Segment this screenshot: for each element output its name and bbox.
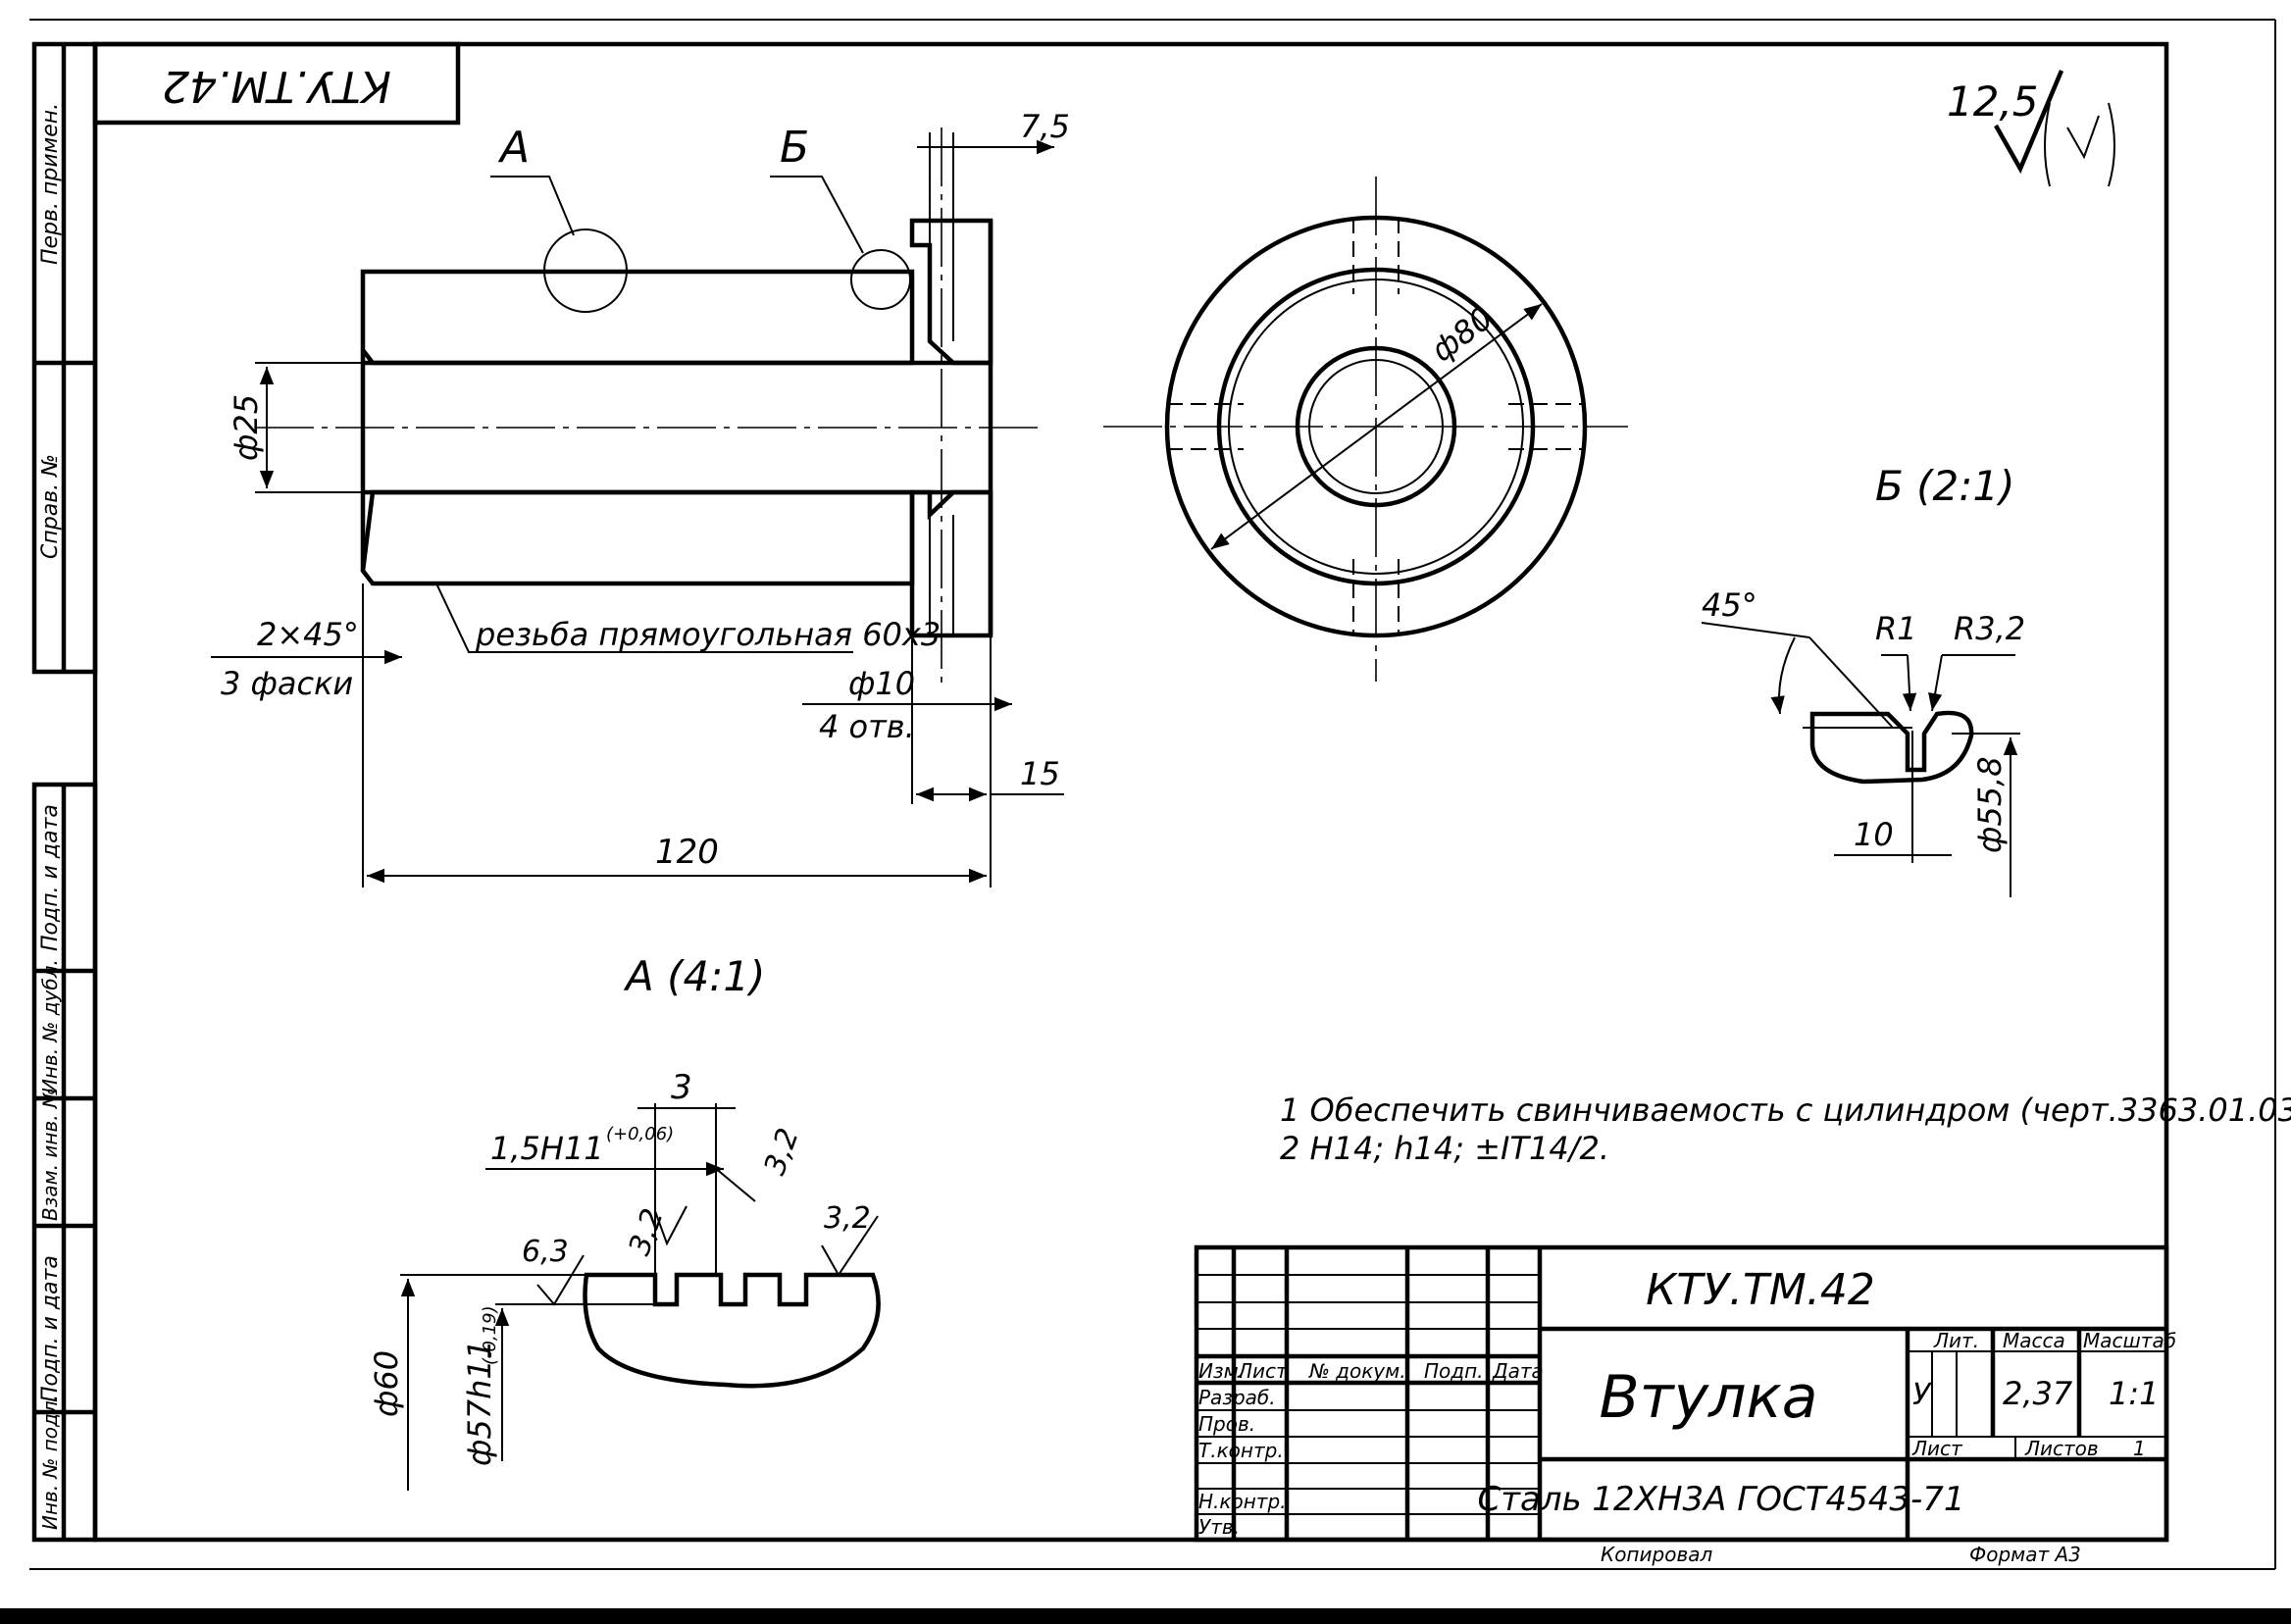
dim-7-5: 7,5: [1020, 108, 1070, 145]
detail-a-dim-57: ф57h11: [461, 1340, 498, 1466]
tb-scale-value: 1:1: [2109, 1375, 2160, 1412]
rough-3-2-a: 3,2: [623, 1204, 671, 1260]
strip-label-sprav: Справ. №: [38, 454, 63, 559]
detail-a-slot-tol: (+0,06): [606, 1124, 674, 1144]
rough-3-2-b: 3,2: [758, 1124, 806, 1180]
hdr-podp: Подп.: [1424, 1359, 1484, 1383]
detail-a-dim-57-tol: (-0,19): [480, 1305, 500, 1365]
tb-mass-label: Масса: [2003, 1329, 2065, 1352]
tb-sheets-value: 1: [2133, 1437, 2146, 1460]
scan-edge-band: [0, 1608, 2291, 1624]
role-tkontr: Т.контр.: [1198, 1439, 1284, 1462]
strip-label-podp1: Подп. и дата: [38, 804, 63, 951]
rough-6-3: 6,3: [522, 1235, 569, 1269]
detail-b-dim-10: 10: [1854, 816, 1894, 853]
tb-material: Сталь 12ХН3А ГОСТ4543-71: [1477, 1480, 1964, 1519]
detail-a: А (4:1) 3 1,5H11 (+0,06) 3,2 3,2 3,2 6,3…: [368, 952, 881, 1491]
tb-lit-value: У: [1912, 1378, 1932, 1412]
dim-15: 15: [1020, 755, 1060, 792]
note-2: 2 H14; h14; ±IT14/2.: [1280, 1130, 1609, 1167]
hdr-list: Лист: [1237, 1359, 1289, 1383]
tb-scale-label: Масштаб: [2083, 1329, 2176, 1352]
tb-part-name: Втулка: [1600, 1363, 1818, 1432]
tb-mass-value: 2,37: [2003, 1375, 2073, 1412]
general-roughness: 12,5: [1947, 70, 2115, 187]
role-razrab: Разраб.: [1198, 1386, 1276, 1409]
detail-b: Б (2:1) 45° R1 R3,2 10 ф55,8: [1701, 462, 2025, 897]
callout-b: Б: [780, 123, 809, 173]
tb-format: Формат А3: [1969, 1543, 2081, 1566]
hdr-data: Дата: [1492, 1359, 1544, 1383]
callout-a: А: [497, 123, 530, 173]
detail-b-r32: R3,2: [1954, 610, 2025, 647]
hdr-dokum: № докум.: [1308, 1359, 1406, 1383]
holes-dia: ф10: [848, 665, 915, 702]
roughness-value: 12,5: [1947, 77, 2039, 126]
tb-designation: КТУ.ТМ.42: [1646, 1265, 1875, 1315]
side-view: ф80: [1103, 177, 1628, 682]
tb-sheets-label: Листов: [2024, 1437, 2099, 1460]
holes-count: 4 отв.: [819, 708, 915, 745]
detail-b-r1: R1: [1875, 610, 1917, 647]
detail-a-title: А (4:1): [623, 952, 765, 1000]
note-1: 1 Обеспечить свинчиваемость с цилиндром …: [1280, 1091, 2291, 1129]
tb-lit-label: Лит.: [1933, 1329, 1979, 1352]
detail-a-slot: 1,5H11: [490, 1130, 604, 1167]
title-block: Изм. Лист № докум. Подп. Дата Разраб. Пр…: [1194, 1244, 2176, 1566]
technical-notes: 1 Обеспечить свинчиваемость с цилиндром …: [1280, 1091, 2291, 1167]
dim-dia-25: ф25: [228, 394, 265, 461]
strip-label-perv: Перв. примен.: [38, 103, 63, 265]
strip-label-inv-dubl: Инв. № дубл.: [38, 959, 62, 1093]
detail-b-angle: 45°: [1702, 586, 1757, 624]
rotated-designation-box: КТУ.ТМ.42: [92, 41, 461, 126]
rotated-designation: КТУ.ТМ.42: [162, 61, 391, 111]
thread-note: резьба прямоугольная 60х3: [475, 616, 941, 653]
role-nkontr: Н.контр.: [1198, 1490, 1287, 1513]
chamfer-note: 3 фаски: [221, 665, 353, 702]
dim-dia-80: ф80: [1424, 299, 1500, 369]
dim-120: 120: [655, 833, 719, 872]
left-strip: Перв. примен. Справ. № Подп. и дата Инв.…: [31, 41, 98, 1543]
roughness-check-small-icon: [2066, 115, 2100, 160]
roughness-check-icon: [1994, 70, 2064, 175]
detail-a-dim-60: ф60: [368, 1350, 405, 1417]
tb-copied: Копировал: [1601, 1543, 1712, 1566]
strip-label-podp2: Подп. и дата: [38, 1255, 63, 1402]
chamfer-dim: 2×45°: [257, 616, 359, 653]
role-prov: Пров.: [1198, 1412, 1255, 1436]
main-section-view: А Б 7,5 ф25 2×45° 3 фаски резьба прямоуг…: [211, 108, 1070, 888]
detail-a-dim-3: 3: [671, 1068, 692, 1107]
tb-sheet-label: Лист: [1911, 1437, 1963, 1460]
strip-label-inv-podl: Инв. № подл.: [38, 1395, 62, 1530]
strip-label-vzam: Взам. инв. №: [38, 1088, 62, 1221]
detail-b-dim-dia: ф55,8: [1971, 756, 2009, 853]
detail-b-title: Б (2:1): [1875, 462, 2015, 510]
role-utv: Утв.: [1198, 1515, 1240, 1539]
rough-3-2-c: 3,2: [824, 1201, 871, 1236]
hdr-izm: Изм.: [1198, 1359, 1245, 1383]
